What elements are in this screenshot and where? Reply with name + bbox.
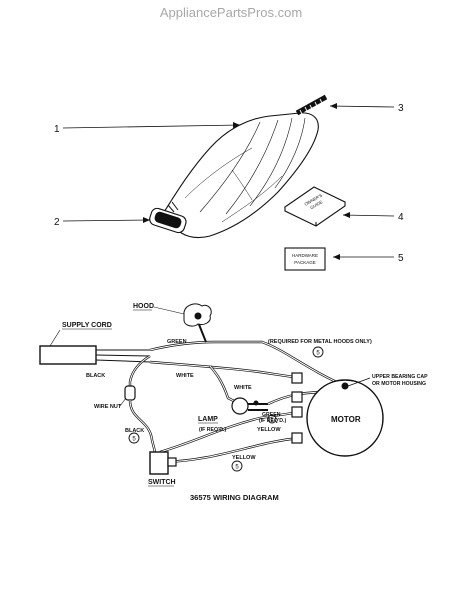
motor bbox=[306, 379, 384, 457]
black-label-2: BLACK bbox=[125, 428, 144, 434]
callout-1: 1 bbox=[54, 124, 60, 135]
switch-label: SWITCH bbox=[148, 479, 176, 486]
yellow-label-2: YELLOW bbox=[232, 455, 256, 461]
yellow-label: YELLOW bbox=[257, 427, 281, 433]
circled-note: 5 bbox=[316, 351, 320, 357]
owners-guide-label: GUIDE bbox=[309, 199, 323, 210]
hardware-package-label: HARDWARE bbox=[292, 253, 318, 258]
required-note: (REQUIRED FOR METAL HOODS ONLY) bbox=[268, 339, 372, 345]
white-label: WHITE bbox=[176, 373, 194, 379]
callout-5: 5 bbox=[398, 253, 404, 264]
upper-bearing-label: OR MOTOR HOUSING bbox=[372, 381, 426, 387]
hardware-package-label: PACKAGE bbox=[294, 260, 315, 265]
circled-note: 5 bbox=[132, 437, 136, 443]
callout-2: 2 bbox=[54, 217, 60, 228]
wire-nut bbox=[124, 385, 136, 401]
watermark: AppliancePartsPros.com bbox=[160, 5, 302, 20]
hood-label: HOOD bbox=[133, 303, 154, 310]
vacuum-bag bbox=[163, 112, 319, 239]
wiring-labels: HOOD SUPPLY CORD GREEN (REQUIRED FOR MET… bbox=[49, 303, 428, 502]
black-label: BLACK bbox=[86, 373, 105, 379]
parts-diagram: OWNER'S GUIDE HARDWARE PACKAGE bbox=[62, 94, 395, 271]
wiring-diagram bbox=[39, 303, 384, 475]
green-if-reqd-label: (IF REQ'D.) bbox=[259, 418, 286, 424]
circled-note: 5 bbox=[235, 465, 239, 471]
green-if-reqd-label: GREEN bbox=[262, 412, 281, 418]
hardware-package: HARDWARE PACKAGE bbox=[284, 247, 326, 271]
lamp-label: LAMP bbox=[198, 416, 218, 423]
white-label-2: WHITE bbox=[234, 385, 252, 391]
callout-3: 3 bbox=[398, 103, 404, 114]
circled-note: 5 bbox=[271, 417, 274, 423]
circled-note-marker bbox=[128, 346, 324, 472]
bag-collar bbox=[149, 201, 187, 234]
supply-cord-plug bbox=[39, 345, 97, 365]
lamp-if-reqd: (IF REQ'D.) bbox=[199, 427, 226, 433]
owners-guide-booklet: OWNER'S GUIDE bbox=[283, 186, 347, 227]
upper-bearing-label: UPPER BEARING CAP bbox=[372, 374, 428, 380]
lamp bbox=[231, 397, 249, 415]
callout-numbers: 1 2 3 4 5 bbox=[54, 103, 404, 264]
motor-label: MOTOR bbox=[331, 415, 361, 424]
wire-nut-label: WIRE NUT bbox=[94, 404, 122, 410]
wiring-diagram-title: 36575 WIRING DIAGRAM bbox=[190, 493, 279, 502]
switch bbox=[149, 451, 169, 475]
bag-spring bbox=[295, 94, 328, 116]
supply-cord-label: SUPPLY CORD bbox=[62, 322, 112, 329]
green-label: GREEN bbox=[167, 339, 187, 345]
callout-4: 4 bbox=[398, 212, 404, 223]
